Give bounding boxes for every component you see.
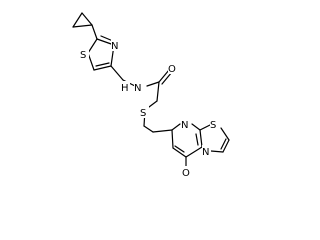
atom-s-thiazole-top: S [80, 48, 89, 61]
atom-label: S [210, 120, 216, 131]
bond [172, 147, 187, 158]
atom-s-fused: S [210, 118, 219, 131]
bond [210, 150, 224, 153]
atom-label: O [182, 168, 190, 179]
atom-s-thioether: S [140, 106, 149, 119]
atom-label: S [80, 50, 86, 61]
atom-h-amide: H [121, 81, 130, 94]
atom-label: N [181, 120, 188, 131]
bond [191, 123, 201, 131]
atom-label: S [140, 108, 146, 119]
atom-label: N [202, 147, 209, 158]
bond [174, 145, 185, 153]
bond [220, 138, 227, 150]
atom-n-pyrimidine: N [181, 118, 190, 131]
atom-label: N [134, 83, 141, 94]
bond [171, 123, 181, 131]
bond [91, 24, 98, 40]
bond [152, 129, 173, 133]
bond [72, 24, 93, 28]
bond [158, 69, 170, 83]
bond [199, 129, 203, 148]
atom-label: O [168, 64, 176, 75]
bond [146, 81, 160, 87]
bond [195, 133, 199, 146]
bond [93, 65, 112, 71]
bond [81, 12, 93, 26]
bond [185, 146, 203, 158]
bond [110, 65, 124, 81]
molecule-structure-diagram: S N N H O S N S [72, 12, 230, 179]
atom-n-fused: N [202, 145, 211, 158]
bond-lines [72, 12, 230, 169]
atom-o-amide: O [168, 62, 177, 75]
bond [72, 12, 83, 28]
bond [222, 139, 230, 153]
bond [156, 81, 160, 102]
bond [220, 127, 230, 141]
bond [87, 38, 98, 54]
atom-o-ketone: O [182, 166, 191, 179]
bond [171, 129, 174, 149]
atom-n-thiazole-top: N [111, 39, 120, 52]
atom-label: N [111, 41, 118, 52]
bond [95, 62, 110, 67]
atom-labels: S N N H O S N S [80, 39, 219, 179]
bond [199, 124, 211, 131]
atom-n-amide: N [134, 81, 143, 94]
atom-label: H [121, 83, 129, 94]
bond [143, 125, 154, 133]
